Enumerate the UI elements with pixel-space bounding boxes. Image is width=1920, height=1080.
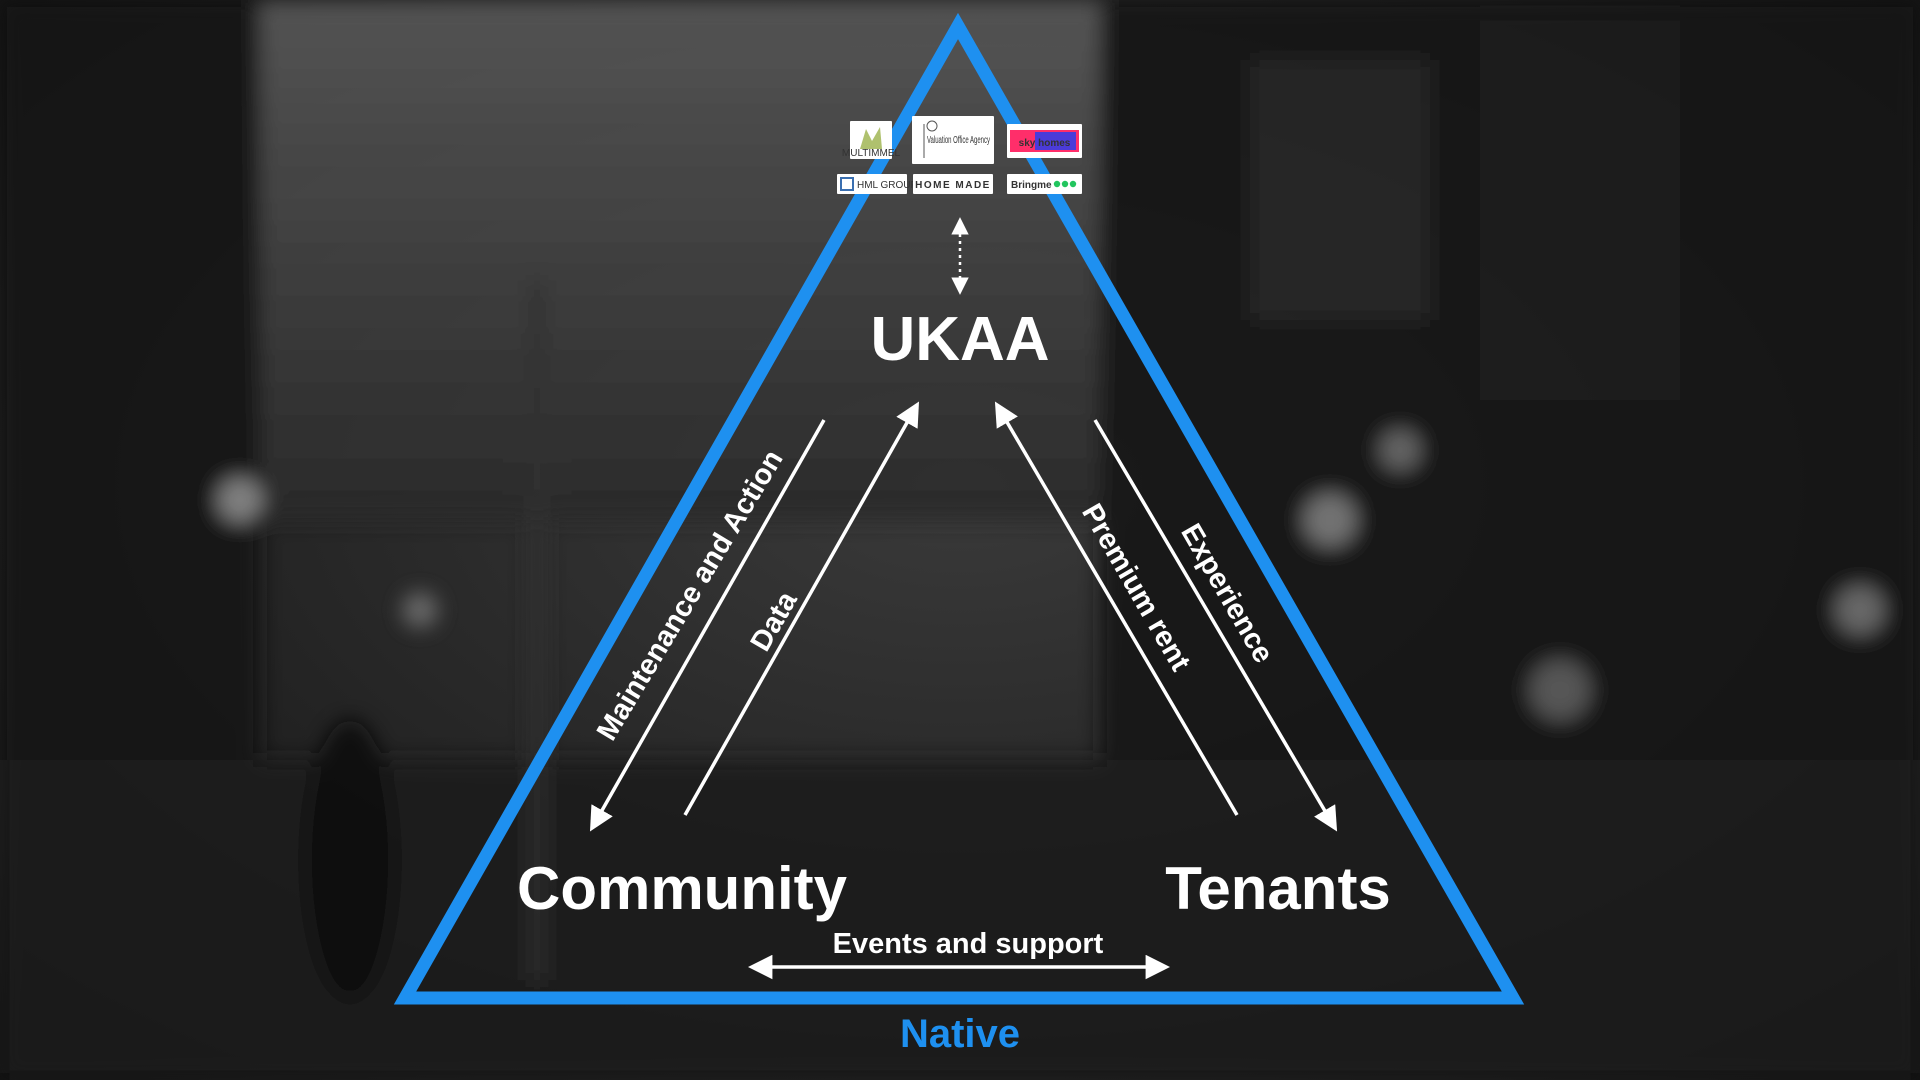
diagram-edges [589, 217, 1338, 980]
brand-native: Native [900, 1012, 1020, 1056]
arrow-ukaa-to-community [589, 419, 826, 832]
partner-logo-1: Valuation Office Agency [912, 116, 994, 164]
partner-logo-name: HML GROUP [857, 180, 918, 191]
partner-logo-tile [913, 174, 993, 194]
partner-logo-2: sky homes [1007, 124, 1082, 158]
node-ukaa: UKAA [870, 305, 1049, 374]
partner-logos: MULTIMMEL Valuation Office Agency sky home… [837, 116, 1082, 194]
sky-logo-band-2 [1035, 132, 1076, 150]
crest-icon [926, 120, 938, 132]
partner-logo-4: HOME MADE [913, 174, 993, 194]
triangle-frame [393, 12, 1525, 1005]
partner-logo-name: MULTIMMEL [842, 148, 901, 159]
partner-logo-name: sky homes [1019, 138, 1071, 149]
partner-logo-name: HOME MADE [915, 180, 991, 191]
partner-logo-tile [1007, 174, 1082, 194]
partner-logo-5: Bringme [1007, 174, 1082, 194]
arrow-community-to-ukaa [683, 401, 920, 816]
bringme-dot-icon [1053, 180, 1061, 188]
arrow-tenants-to-ukaa [994, 401, 1239, 816]
partner-logo-tile [912, 116, 994, 164]
node-tenants: Tenants [1165, 855, 1391, 922]
partner-logo-3: HML GROUP [837, 174, 918, 194]
hml-logo-mark [840, 177, 854, 191]
arrow-ukaa-to-tenants [1093, 419, 1338, 832]
edge-label-events-support: Events and support [833, 928, 1104, 960]
partner-logo-name: Bringme [1011, 180, 1052, 191]
partner-logo-tile [837, 174, 907, 194]
partner-logo-name: Valuation Office Agency [927, 135, 990, 146]
node-community: Community [517, 855, 848, 922]
partner-logo-0: MULTIMMEL [842, 121, 901, 159]
bringme-dot-icon [1069, 180, 1077, 188]
multimmel-logo-mark [860, 127, 882, 149]
triangle-outline [393, 12, 1525, 1005]
bringme-dot-icon [1061, 180, 1069, 188]
